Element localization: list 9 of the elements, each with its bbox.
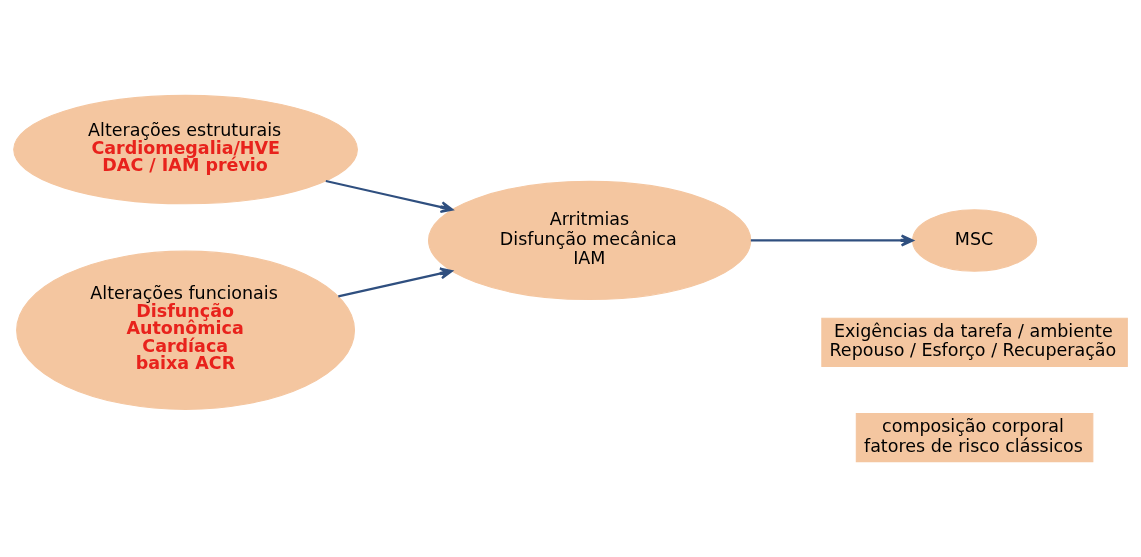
arrow: [338, 267, 453, 298]
arrow: [325, 179, 454, 214]
node-box: Exigências da tarefa / ambiente Repouso / Esforço / Recuperação: [821, 317, 1128, 367]
node-box: composição corporal fatores de risco clássicos: [855, 412, 1094, 463]
node-ellipse: Arritmias Disfunção mecânica IAM: [427, 180, 752, 301]
arrow: [750, 234, 914, 247]
node-ellipse: MSC: [912, 209, 1038, 272]
node-ellipse: Alterações funcionais Disfunção Autonômica Cardíaca baixa ACR: [16, 250, 356, 410]
node-ellipse: Alterações estruturais Cardiomegalia/HVE DAC / IAM prévio: [13, 94, 358, 205]
